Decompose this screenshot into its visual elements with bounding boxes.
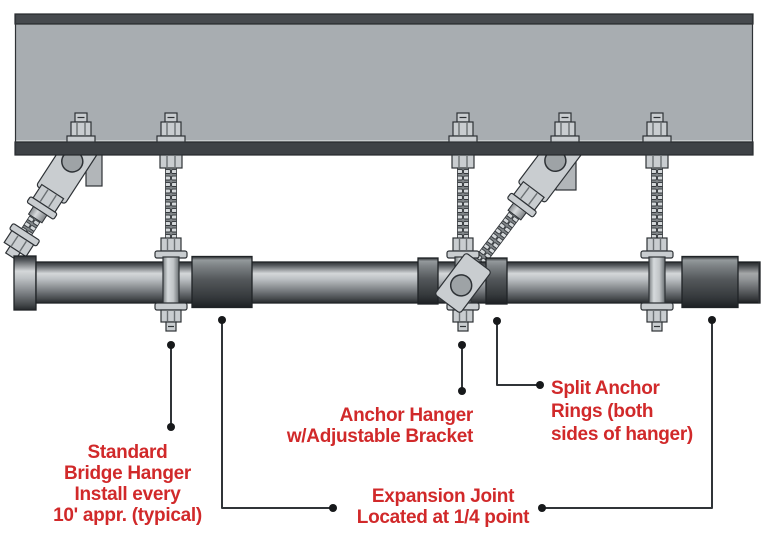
leader-lines [167, 316, 716, 512]
standard-bridge-hanger-1 [154, 154, 188, 332]
beam-bottom-flange [14, 141, 754, 156]
pipe-end-flange [13, 255, 37, 311]
pipe [13, 255, 761, 311]
expansion-joint-sleeve-right [681, 255, 739, 309]
standard-bridge-hanger-2 [640, 154, 674, 332]
callout-expansion-joint: Expansion Joint Located at 1/4 point [356, 486, 530, 528]
callout-split-anchor-rings: Split Anchor Rings (both sides of hanger… [551, 378, 693, 445]
leader-expansion-joint-right [542, 320, 713, 509]
split-anchor-ring-right [485, 257, 508, 305]
adjustable-bracket-left [3, 129, 102, 261]
leader-split-anchor-rings [496, 321, 540, 386]
callout-standard-bridge-hanger: Standard Bridge Hanger Install every 10'… [53, 442, 202, 526]
beam [14, 13, 754, 156]
leader-expansion-joint-left [221, 320, 333, 509]
split-anchor-ring-left [417, 257, 439, 305]
beam-top-flange [14, 13, 754, 25]
callout-anchor-hanger: Anchor Hanger w/Adjustable Bracket [286, 405, 473, 447]
adjustable-bracket-pipe-plate [435, 253, 491, 313]
expansion-joint-sleeve-left [191, 255, 253, 309]
